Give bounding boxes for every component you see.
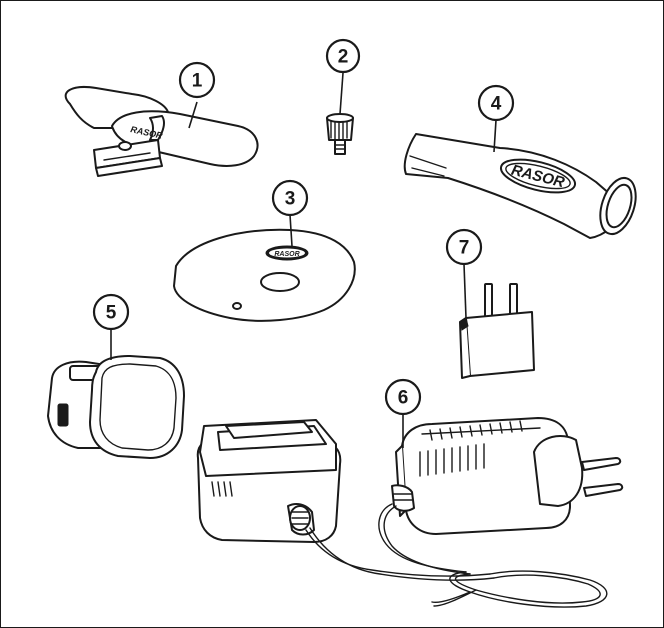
callout-3-number: 3 [285, 189, 296, 210]
callout-7-number: 7 [459, 238, 470, 259]
callout-4-number: 4 [491, 94, 502, 115]
part-6-charger-base [198, 420, 341, 542]
callout-7: 7 [447, 230, 481, 264]
disc-logo: RASOR [274, 251, 299, 258]
part-4-tube: RASOR [405, 134, 642, 239]
part-7-plug-adapter [460, 284, 534, 378]
callout-3: 3 [273, 181, 307, 215]
part-3-cover-disc: RASOR [174, 230, 355, 321]
callout-2-number: 2 [338, 47, 349, 68]
callout-2: 2 [327, 40, 359, 72]
callout-5: 5 [94, 295, 128, 329]
part-6-power-supply [392, 418, 622, 534]
callout-1-number: 1 [192, 71, 203, 92]
callout-1: 1 [180, 63, 214, 97]
part-5-battery [48, 356, 184, 458]
callout-6: 6 [386, 380, 420, 414]
callout-6-number: 6 [398, 388, 409, 409]
callout-5-number: 5 [106, 303, 117, 324]
part-1-key: RASOR [66, 87, 258, 176]
callout-4: 4 [479, 86, 513, 120]
part-2-screw [327, 114, 353, 154]
